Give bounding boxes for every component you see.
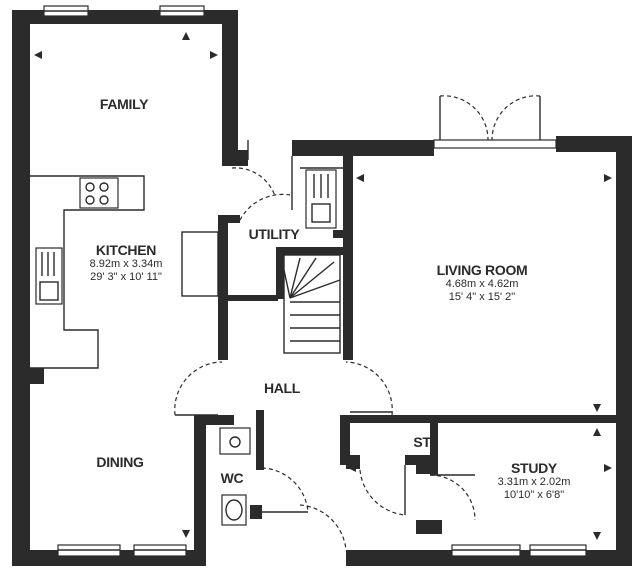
room-utility-label: UTILITY (248, 226, 300, 242)
room-kitchen-metric: 8.92m x 3.34m (89, 258, 163, 270)
room-kitchen-label: KITCHEN (95, 242, 157, 258)
room-store-label: ST (413, 434, 431, 450)
room-living: LIVING ROOM 4.68m x 4.62m 15' 4" x 15' 2… (437, 262, 528, 304)
room-kitchen: KITCHEN 8.92m x 3.34m 29' 3" x 10' 11" (90, 242, 163, 284)
doors (174, 95, 541, 551)
room-family-label: FAMILY (99, 96, 149, 112)
room-kitchen-imperial: 29' 3" x 10' 11" (90, 271, 162, 283)
room-dining-label: DINING (96, 454, 144, 470)
utility-fixtures (300, 167, 343, 229)
room-study-label: STUDY (511, 460, 557, 476)
wc-fixtures (219, 427, 251, 526)
room-living-metric: 4.68m x 4.62m (445, 278, 519, 290)
room-wc-label: WC (220, 470, 244, 486)
room-living-label: LIVING ROOM (436, 262, 528, 278)
room-study: STUDY 3.31m x 2.02m 10'10" x 6'8" (498, 460, 571, 502)
room-living-imperial: 15' 4" x 15' 2" (448, 291, 516, 303)
stairs (283, 254, 341, 354)
room-hall-label: HALL (263, 380, 301, 396)
room-study-metric: 3.31m x 2.02m (497, 476, 571, 488)
windows (43, 5, 587, 557)
measurement-markers (34, 32, 612, 540)
kitchen-fixtures (30, 175, 219, 369)
room-study-imperial: 10'10" x 6'8" (503, 489, 565, 501)
